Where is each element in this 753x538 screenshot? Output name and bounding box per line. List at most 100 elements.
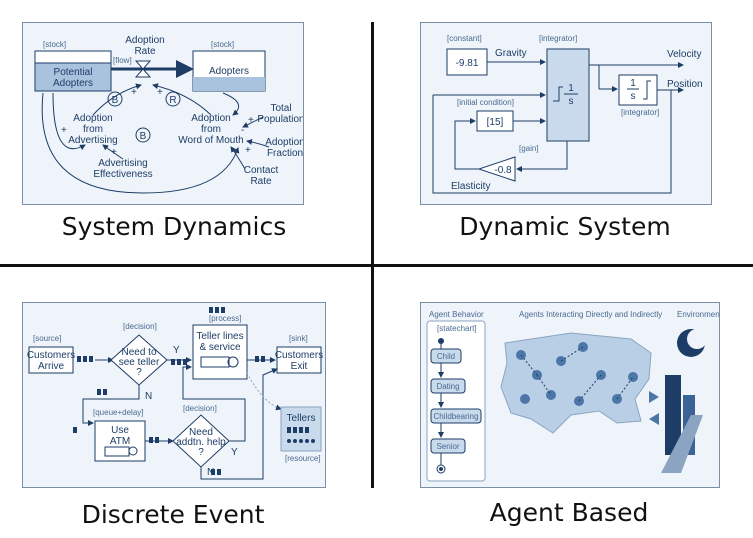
svg-text:N: N <box>145 391 152 402</box>
svg-text:R: R <box>169 95 176 106</box>
stock-tag: [stock] <box>211 40 234 49</box>
discrete-event-diagram: [source] Customers Arrive [decision] Nee… <box>27 307 323 480</box>
link-arrow <box>41 92 240 194</box>
environment-label: Environment <box>677 310 719 319</box>
reset-icon <box>553 86 563 102</box>
svg-text:Dating: Dating <box>436 382 459 391</box>
balancing-loop-icon <box>107 91 123 107</box>
contact-rate: Contact Rate <box>244 165 279 187</box>
link-arrow <box>246 138 270 148</box>
svg-text:?: ? <box>198 447 204 458</box>
svg-text:Exit: Exit <box>291 361 308 372</box>
svg-text:Y: Y <box>231 447 238 458</box>
svg-text:& service: & service <box>199 342 241 353</box>
caption-agent-based: Agent Based <box>489 498 649 527</box>
integrator-tag: [integrator] <box>539 34 577 43</box>
svg-text:Arrive: Arrive <box>38 361 65 372</box>
customers-exit-block <box>276 346 322 374</box>
vertical-divider <box>371 22 374 488</box>
sink-tag: [sink] <box>289 334 308 343</box>
svg-text:Customers: Customers <box>275 350 323 361</box>
svg-text:Child: Child <box>437 352 455 361</box>
svg-text:Word of Mouth: Word of Mouth <box>178 135 243 146</box>
potential-adopters-stock: Potential Adopters <box>34 50 112 92</box>
svg-text:ATM: ATM <box>110 436 130 447</box>
svg-text:Use: Use <box>111 425 129 436</box>
svg-text:from: from <box>83 124 103 135</box>
constant-block <box>446 48 488 76</box>
caption-discrete-event: Discrete Event <box>81 500 265 529</box>
svg-text:B: B <box>112 95 119 106</box>
link-arrow <box>222 92 240 116</box>
state-child: Child <box>430 348 462 364</box>
svg-text:Customers: Customers <box>27 350 75 361</box>
decision-tag: [decision] <box>123 322 157 331</box>
caption-dynamic-system: Dynamic System <box>459 212 671 241</box>
adoption-from-word-of-mouth: Adoption from Word of Mouth <box>178 113 243 146</box>
resource-tag: [resource] <box>285 454 321 463</box>
building-icon <box>665 375 681 455</box>
statechart-tag: [statechart] <box>437 324 477 333</box>
gain-block <box>477 156 516 182</box>
adoption-from-advertising: Adoption from Advertising <box>68 113 117 146</box>
svg-text:Adoption: Adoption <box>191 113 230 124</box>
constant-tag: [constant] <box>447 34 482 43</box>
dynamic-system-panel: [constant] -9.81 Gravity [integrator] 1 … <box>420 22 712 205</box>
state-childbearing: Childbearing <box>430 408 482 424</box>
teller-lines-block <box>192 324 248 380</box>
road-icon <box>661 415 703 473</box>
position-label: Position <box>667 79 703 90</box>
svg-text:+: + <box>248 115 254 126</box>
svg-text:N: N <box>207 467 214 478</box>
interacting-label: Agents Interacting Directly and Indirect… <box>519 310 662 319</box>
svg-text:-9.81: -9.81 <box>456 58 479 69</box>
gain-tag: [gain] <box>519 144 539 153</box>
link-arrow <box>230 146 246 170</box>
svg-text:Adopters: Adopters <box>209 66 249 77</box>
svg-text:Effectiveness: Effectiveness <box>93 169 152 180</box>
svg-text:Need to: Need to <box>121 347 156 358</box>
total-population: Total Population <box>257 103 303 125</box>
svg-text:see teller: see teller <box>119 357 160 368</box>
svg-text:Adoption: Adoption <box>125 35 164 46</box>
svg-text:Advertising: Advertising <box>68 135 117 146</box>
statechart-panel <box>426 320 486 482</box>
svg-text:Childbearing: Childbearing <box>434 412 479 421</box>
link-arrow <box>242 116 264 128</box>
adopters-stock: Adopters <box>192 50 266 92</box>
link-arrow <box>102 144 124 160</box>
link-arrow <box>152 83 212 116</box>
horizontal-divider <box>0 264 753 267</box>
svg-text:Senior: Senior <box>436 442 459 451</box>
svg-text:Advertising: Advertising <box>98 158 147 169</box>
integrator-block-2 <box>618 74 658 106</box>
flow-tag: [flow] <box>113 56 132 65</box>
elasticity-label: Elasticity <box>451 181 490 192</box>
svg-text:Potential: Potential <box>54 67 93 78</box>
integrator-block <box>546 48 590 142</box>
svg-text:-0.8: -0.8 <box>494 165 512 176</box>
svg-text:Adopters: Adopters <box>53 78 93 89</box>
svg-text:Adoption: Adoption <box>73 113 112 124</box>
dynamic-system-diagram: [constant] -9.81 Gravity [integrator] 1 … <box>432 34 703 194</box>
agent-behavior-label: Agent Behavior <box>429 310 484 319</box>
link-arrow <box>92 83 142 116</box>
velocity-label: Velocity <box>667 49 701 60</box>
svg-text:addtn. help: addtn. help <box>176 437 226 448</box>
svg-text:+: + <box>61 125 67 136</box>
svg-text:Tellers: Tellers <box>287 413 316 424</box>
svg-text:Rate: Rate <box>134 46 156 57</box>
svg-text:Contact: Contact <box>244 165 279 176</box>
caption-system-dynamics: System Dynamics <box>61 212 287 241</box>
svg-text:Total: Total <box>270 103 291 114</box>
system-dynamics-panel: [stock] [stock] [flow] Potential Adopter… <box>22 22 304 205</box>
svg-text:-: - <box>241 125 244 136</box>
svg-text:Teller lines: Teller lines <box>196 331 243 342</box>
svg-text:?: ? <box>136 367 142 378</box>
svg-text:+: + <box>131 87 137 98</box>
svg-text:Rate: Rate <box>250 176 272 187</box>
use-atm-block <box>94 420 146 462</box>
gravity-label: Gravity <box>495 48 527 59</box>
feedback-line <box>432 90 672 194</box>
initial-condition-tag: [initial condition] <box>457 98 514 107</box>
